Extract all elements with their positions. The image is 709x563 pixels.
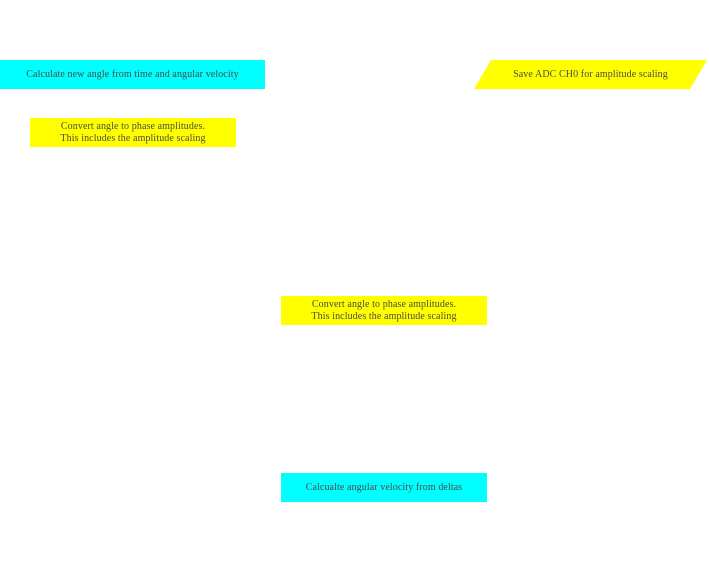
node-label: Save ADC CH0 for amplitude scaling xyxy=(513,68,668,80)
node-label-line-2: This includes the amplitude scaling xyxy=(60,132,206,144)
node-save-adc-ch0[interactable]: Save ADC CH0 for amplitude scaling xyxy=(474,60,707,89)
node-calculate-new-angle[interactable]: Calculate new angle from time and angula… xyxy=(0,60,265,89)
parallelogram-shape xyxy=(474,60,707,89)
node-convert-angle-1[interactable]: Convert angle to phase amplitudes. This … xyxy=(30,118,236,147)
node-convert-angle-2[interactable]: Convert angle to phase amplitudes. This … xyxy=(281,296,487,325)
node-label-line-1: Convert angle to phase amplitudes. xyxy=(60,120,206,132)
parallelogram-fill xyxy=(474,60,707,89)
node-label: Calcualte angular velocity from deltas xyxy=(305,481,463,493)
node-label: Calculate new angle from time and angula… xyxy=(26,68,239,80)
node-label-line-1: Convert angle to phase amplitudes. xyxy=(311,298,457,310)
node-calculate-angular-velocity[interactable]: Calcualte angular velocity from deltas xyxy=(281,473,487,502)
node-label-line-2: This includes the amplitude scaling xyxy=(311,310,457,322)
